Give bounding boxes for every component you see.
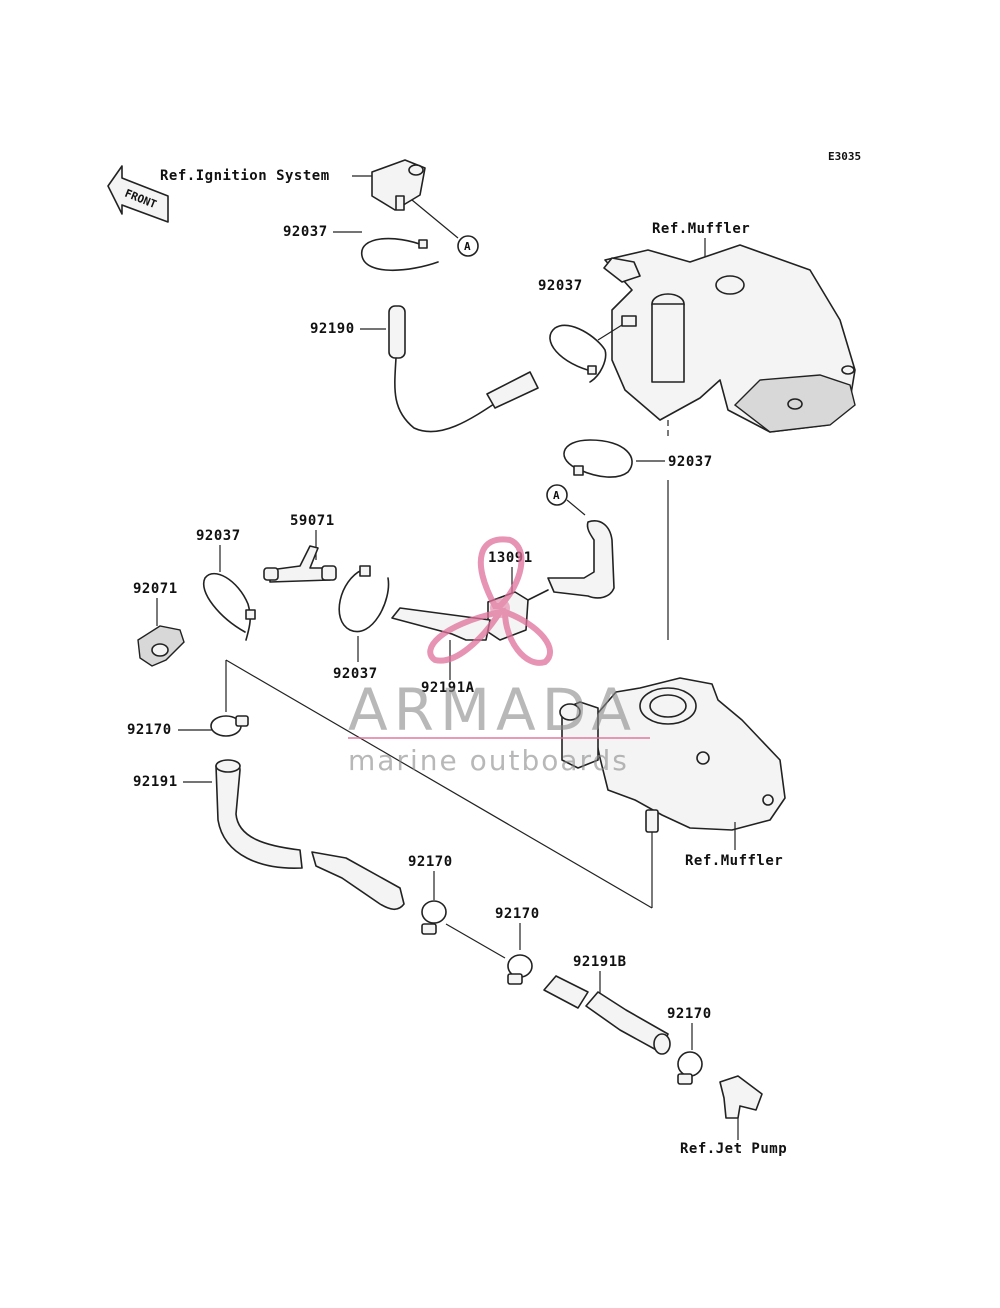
- label-92037-e: 92037: [333, 666, 378, 682]
- watermark: ARMADA marine outboards: [348, 536, 650, 777]
- hose-92191a: [391, 607, 491, 641]
- label-92037-c: 92037: [668, 454, 713, 470]
- clamp-92037-c: [563, 439, 633, 478]
- clamp-92037-a: [361, 237, 439, 272]
- marker-a-mid-label: A: [553, 489, 560, 502]
- label-92170-a: 92170: [127, 722, 172, 738]
- hose-92191b: [543, 975, 671, 1055]
- watermark-tagline: marine outboards: [348, 744, 629, 777]
- ignition-fitting: [371, 159, 459, 239]
- muffler-bottom: [559, 677, 786, 833]
- marker-a-label: A: [464, 240, 471, 253]
- ref-muffler-bottom-label: Ref.Muffler: [685, 853, 783, 869]
- clamp-92170-c: [507, 954, 533, 985]
- marker-a-mid: A: [546, 484, 568, 506]
- ref-jet-pump-label: Ref.Jet Pump: [680, 1141, 787, 1157]
- front-arrow-icon: FRONT: [107, 165, 169, 223]
- label-92170-b: 92170: [408, 854, 453, 870]
- label-92191b: 92191B: [573, 954, 627, 970]
- ref-ignition-label: Ref.Ignition System: [160, 168, 330, 184]
- clamp-92170-d: [677, 1051, 703, 1085]
- clamp-92170-b: [421, 900, 447, 935]
- muffler-top: [603, 244, 856, 433]
- watermark-brand: ARMADA: [348, 676, 637, 744]
- label-92037-d: 92037: [196, 528, 241, 544]
- label-92170-d: 92170: [667, 1006, 712, 1022]
- hose-92191: [215, 759, 405, 911]
- cap-92071: [137, 625, 185, 667]
- label-92170-c: 92170: [495, 906, 540, 922]
- propeller-logo: [427, 536, 553, 666]
- clamp-92037-e: [338, 569, 390, 633]
- label-92071: 92071: [133, 581, 178, 597]
- label-13091: 13091: [488, 550, 533, 566]
- label-92191a: 92191A: [421, 680, 475, 696]
- clamp-92037-d: [202, 572, 251, 641]
- label-92037-b: 92037: [538, 278, 583, 294]
- fitting-59071: [263, 545, 337, 583]
- diagram-code: E3035: [828, 150, 861, 163]
- ref-muffler-top-label: Ref.Muffler: [652, 221, 750, 237]
- hose-a: [547, 520, 615, 599]
- hose-92190: [388, 305, 539, 433]
- marker-a-top: A: [457, 235, 479, 257]
- jet-pump-fitting: [719, 1075, 763, 1119]
- label-92037-a: 92037: [283, 224, 328, 240]
- clamp-92037-b: [549, 324, 607, 383]
- label-92190: 92190: [310, 321, 355, 337]
- label-92191: 92191: [133, 774, 178, 790]
- label-59071: 59071: [290, 513, 335, 529]
- clamp-92170-a: [210, 715, 249, 737]
